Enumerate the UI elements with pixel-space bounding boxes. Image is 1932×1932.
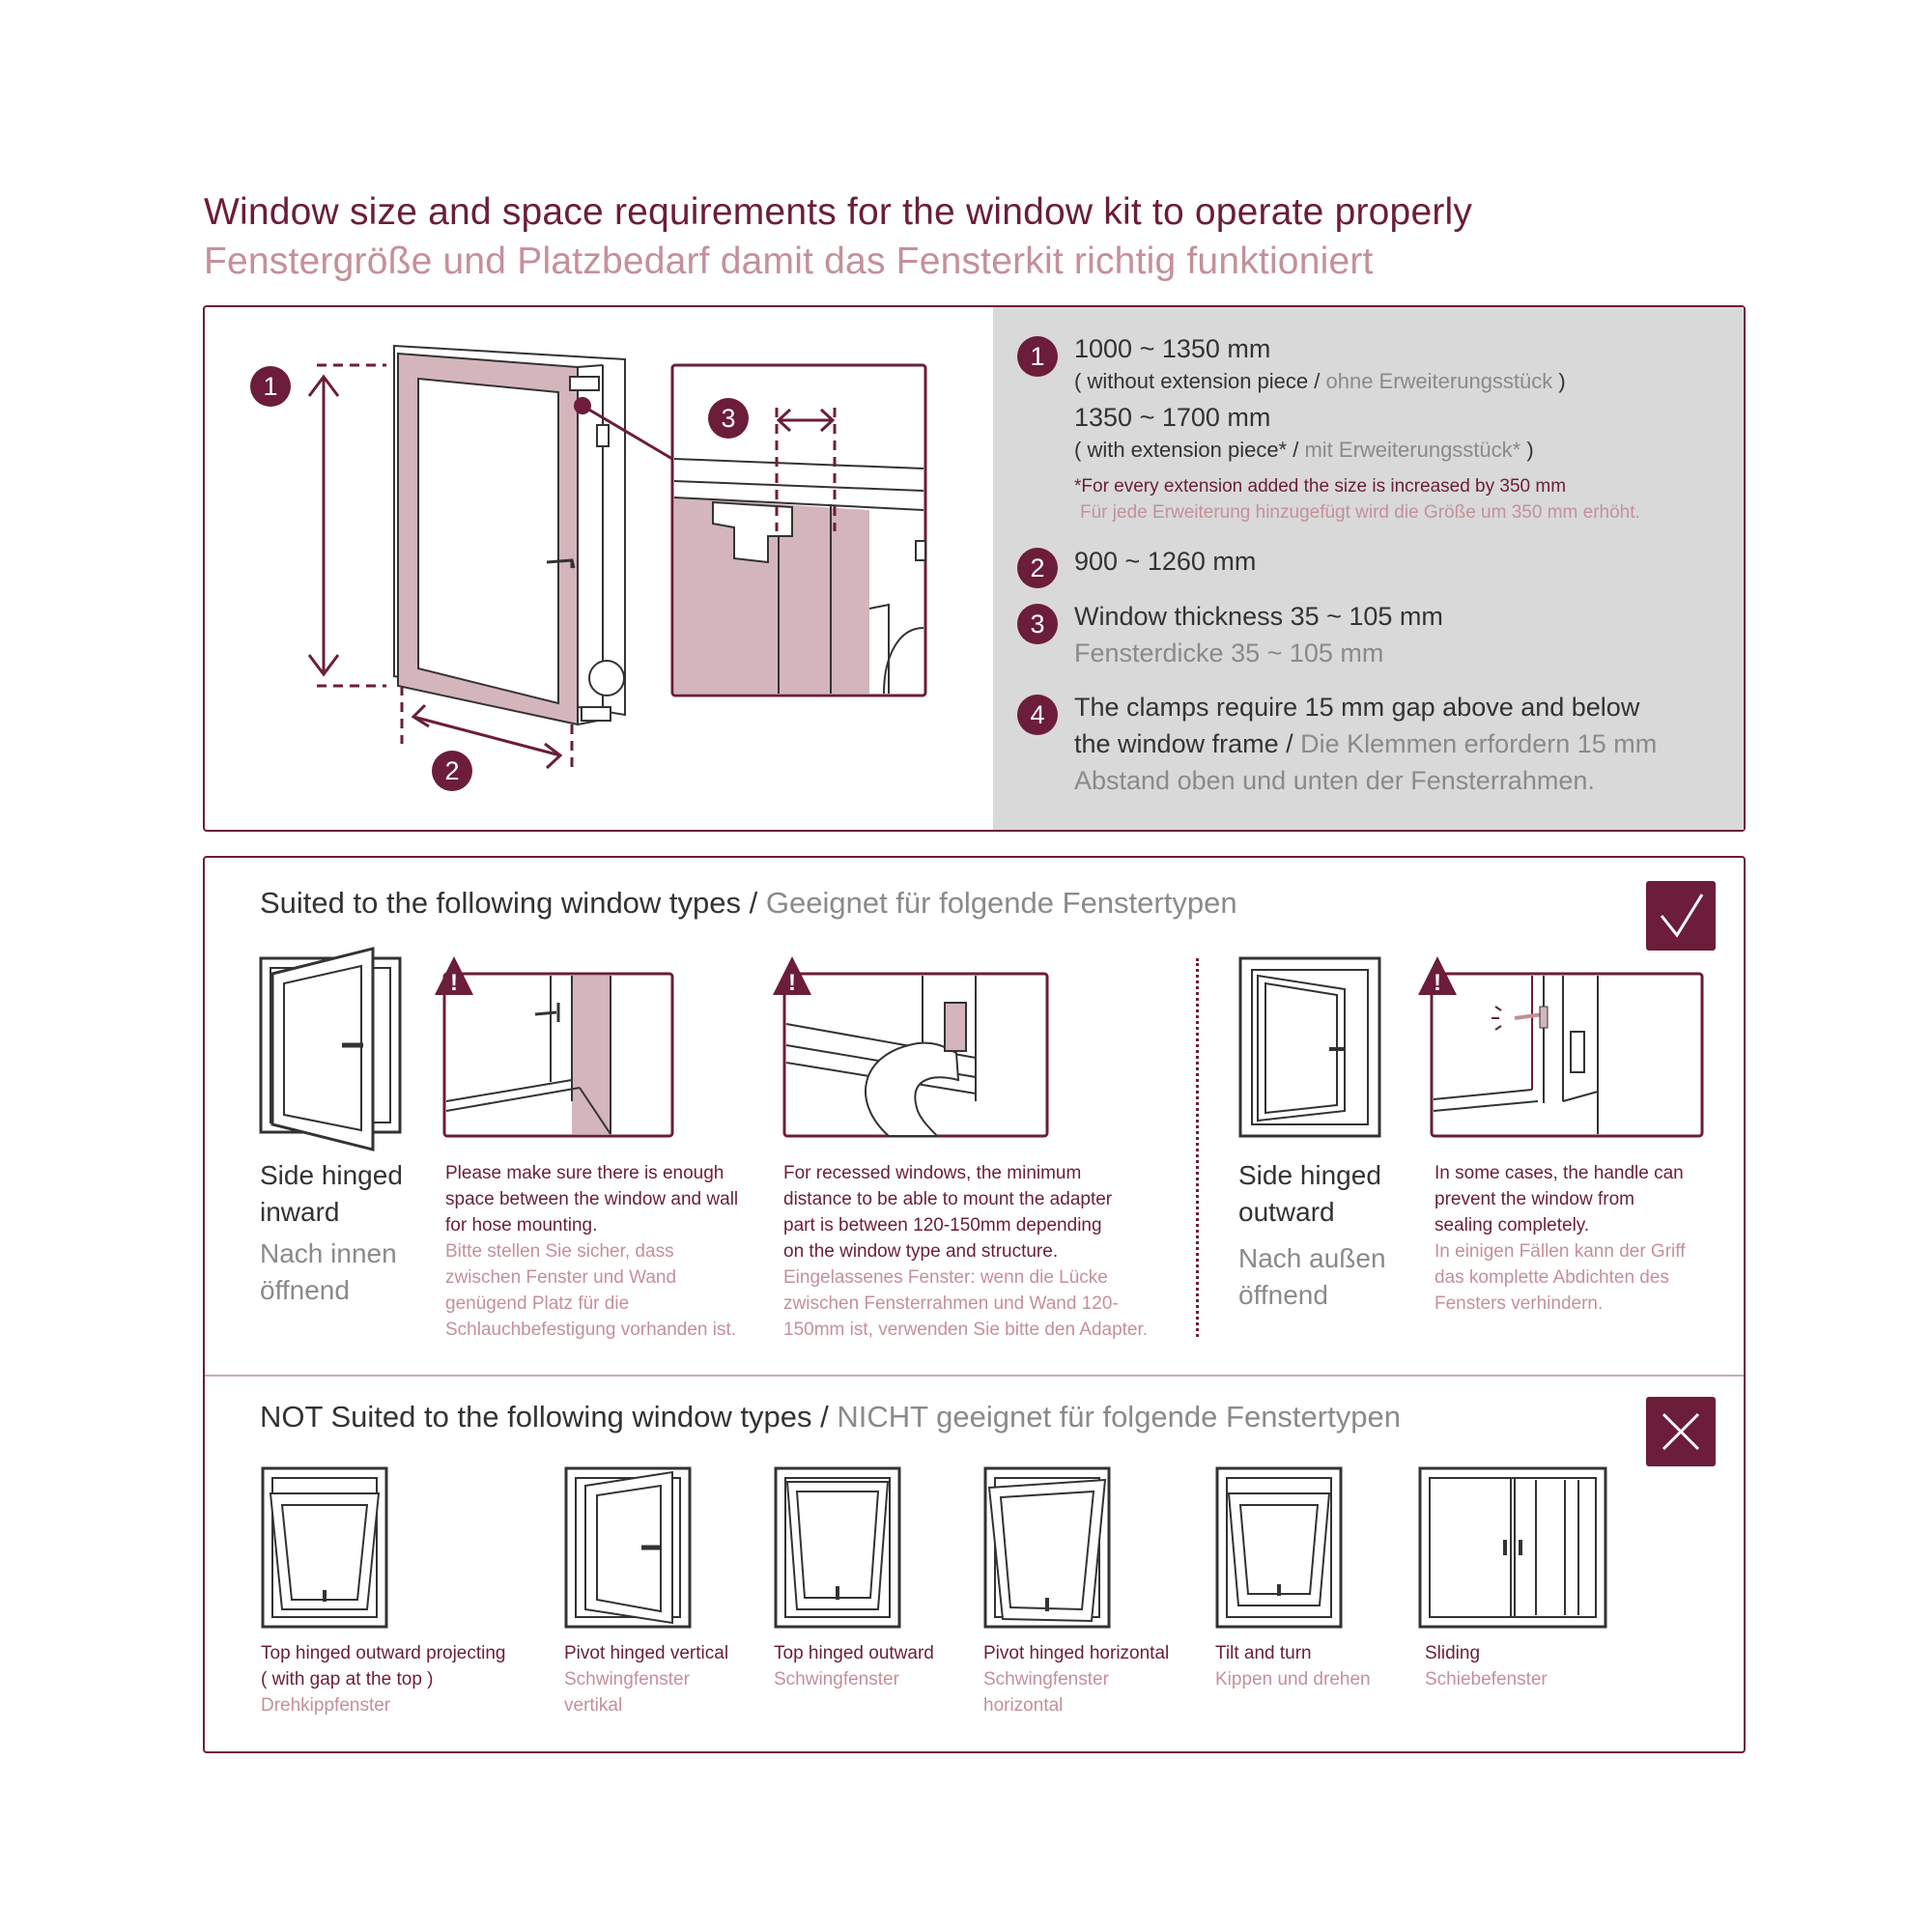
pivot-vertical-icon [564, 1466, 692, 1629]
spec-2-badge: 2 [1017, 548, 1058, 588]
suited-heading: Suited to the following window types / G… [260, 886, 1237, 920]
svg-text:!: ! [788, 970, 796, 996]
sliding-window-icon [1418, 1466, 1607, 1629]
spec-1-range-b: 1350 ~ 1700 mm [1074, 403, 1271, 432]
type-caption-top-hinged-outward: Top hinged outward Schwingfenster [774, 1643, 934, 1690]
spec-2-range: 900 ~ 1260 mm [1074, 547, 1257, 576]
specs-panel [993, 307, 1744, 830]
type-caption-sliding: Sliding Schiebefenster [1425, 1643, 1548, 1690]
spec-4-line2: the window frame / Die Klemmen erfordern… [1074, 729, 1658, 758]
close-icon [1662, 1412, 1700, 1451]
svg-text:!: ! [1434, 970, 1441, 996]
size-requirements-panel [203, 305, 1746, 832]
spec-1-note-a: ( without extension piece / ohne Erweite… [1074, 369, 1566, 393]
recessed-window-illustration: ! [773, 956, 1049, 1138]
side-hinged-outward-icon [1238, 956, 1381, 1138]
type-caption-tilt-and-turn: Tilt and turn Kippen und drehen [1215, 1643, 1371, 1690]
spec-3-badge: 3 [1017, 604, 1058, 644]
window-types-panel [203, 856, 1746, 1753]
hose-space-illustration: ! [435, 956, 674, 1138]
not-suited-heading: NOT Suited to the following window types… [260, 1400, 1401, 1434]
check-badge [1646, 881, 1716, 951]
top-hinged-projecting-icon [261, 1466, 388, 1629]
spec-4-badge: 4 [1017, 695, 1058, 735]
marker-3: 3 [708, 398, 749, 439]
spec-1-footnote-de: Für jede Erweiterung hinzugefügt wird di… [1080, 502, 1640, 523]
spec-1-footnote-en: *For every extension added the size is i… [1074, 476, 1567, 497]
type-caption-top-hinged-projecting: Top hinged outward projecting( with gap … [261, 1643, 506, 1716]
handle-seal-illustration: ! [1418, 956, 1704, 1138]
side-hinged-inward-icon [259, 947, 402, 1151]
spec-3-de: Fensterdicke 35 ~ 105 mm [1074, 639, 1384, 668]
tilt-and-turn-icon [1215, 1466, 1343, 1629]
column-separator [1196, 958, 1199, 1337]
pivot-horizontal-icon [983, 1466, 1111, 1629]
spec-4-line3: Abstand oben und unten der Fensterrahmen… [1074, 766, 1595, 795]
marker-2: 2 [432, 751, 472, 791]
spec-1-badge: 1 [1017, 336, 1058, 377]
spec-1-note-b: ( with extension piece* / mit Erweiterun… [1074, 438, 1534, 462]
section-divider [205, 1375, 1744, 1377]
spec-3-en: Window thickness 35 ~ 105 mm [1074, 602, 1443, 631]
page-title: Window size and space requirements for t… [204, 191, 1473, 233]
checkmark-icon [1660, 894, 1704, 938]
spec-4-line1: The clamps require 15 mm gap above and b… [1074, 693, 1640, 722]
svg-text:!: ! [450, 970, 458, 996]
cross-badge [1646, 1397, 1716, 1466]
spec-1-range-a: 1000 ~ 1350 mm [1074, 334, 1271, 363]
marker-1: 1 [250, 366, 291, 407]
top-hinged-outward-icon [774, 1466, 901, 1629]
page-subtitle: Fenstergröße und Platzbedarf damit das F… [204, 241, 1374, 282]
window-size-diagram [307, 344, 927, 773]
